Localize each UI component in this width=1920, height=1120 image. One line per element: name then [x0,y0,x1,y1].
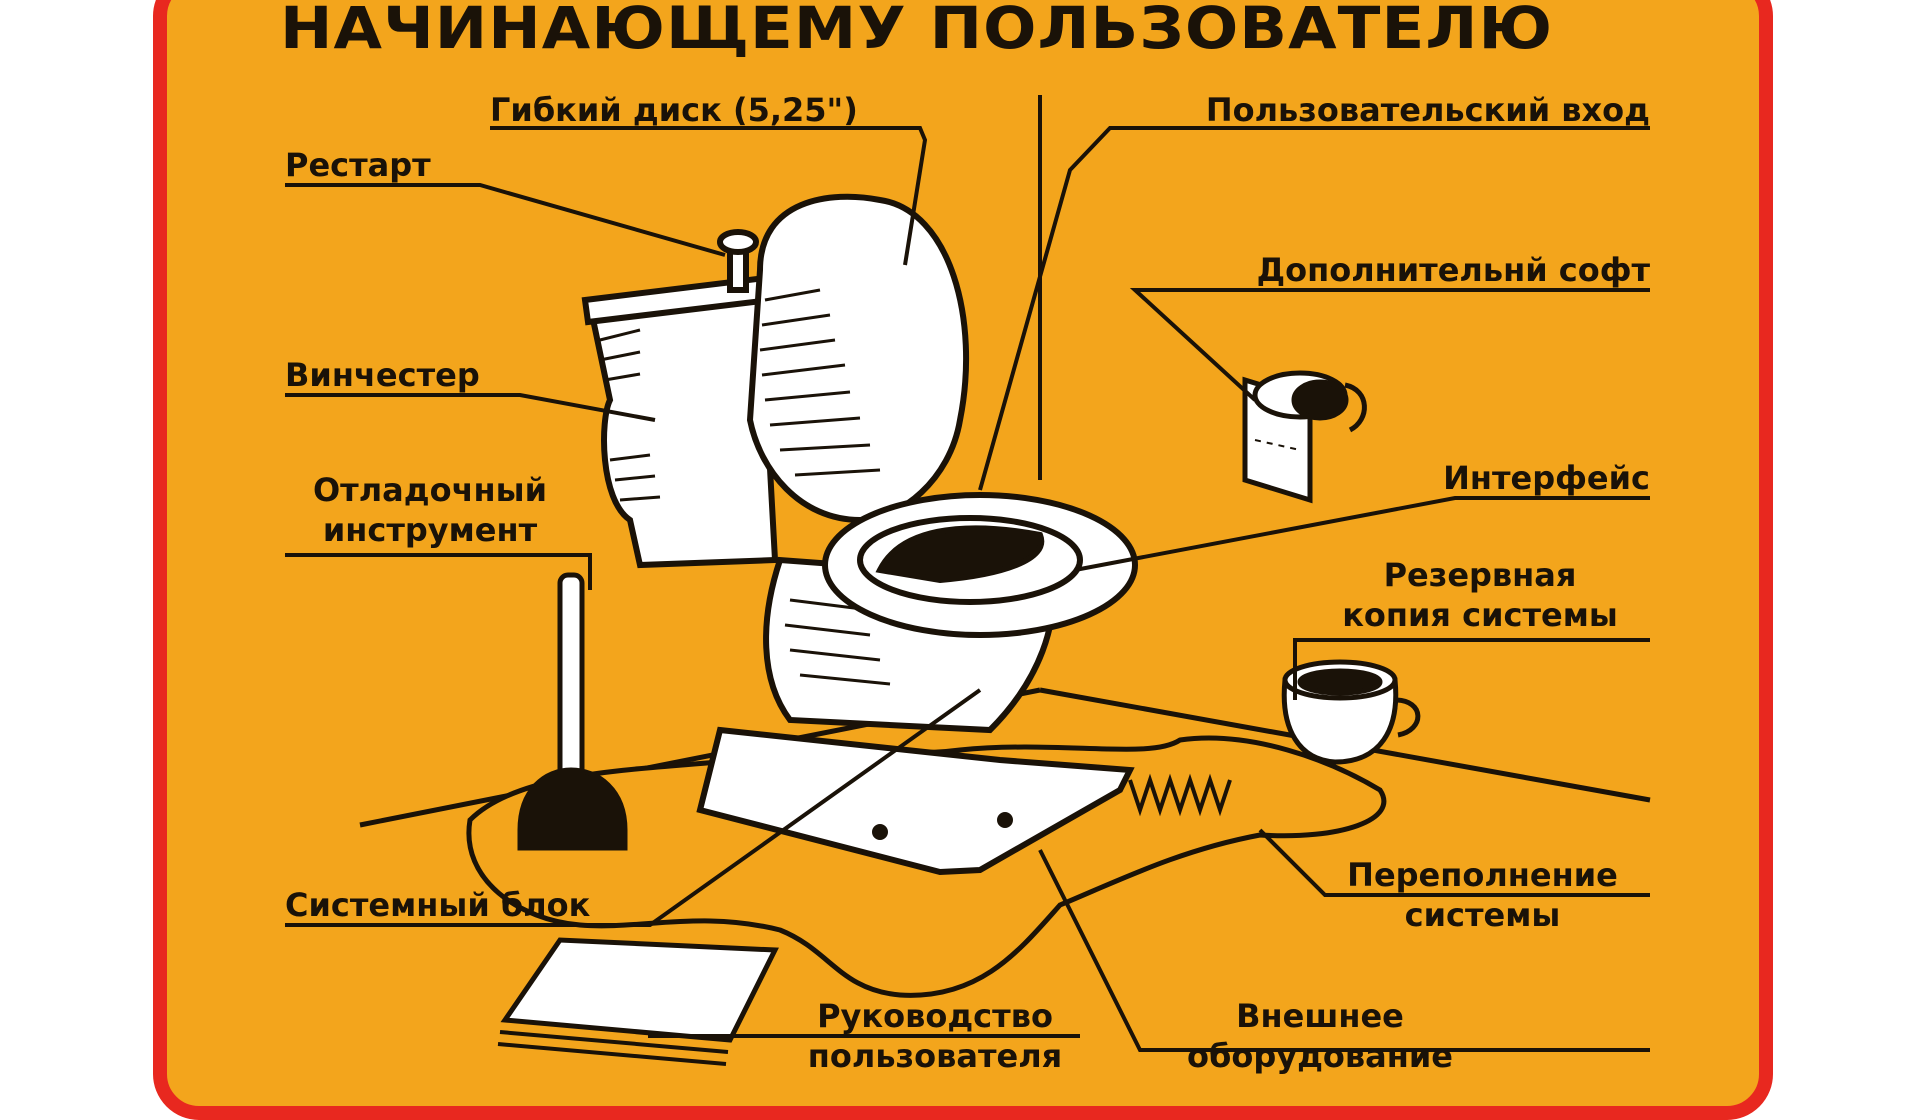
label-floppy: Гибкий диск (5,25") [490,91,858,129]
label-system-unit: Системный блок [285,886,591,924]
page-title: НАЧИНАЮЩЕМУ ПОЛЬЗОВАТЕЛЮ [280,0,1554,62]
label-interface: Интерфейс [1443,459,1650,497]
chamber-pot-icon [1281,659,1421,765]
label-external-line2: оборудование [1187,1037,1453,1075]
label-overflow-line2: системы [1404,896,1561,934]
label-manual: Руководство пользователя [785,996,1085,1076]
label-backup-line2: копия системы [1342,596,1618,634]
label-debug-tool: Отладочный инструмент [285,470,575,550]
plunger-icon [517,572,628,851]
label-external: Внешнее оборудование [1150,996,1490,1076]
toilet-icon [581,193,1138,876]
label-debug-line2: инструмент [322,511,538,549]
label-overflow-line1: Переполнение [1347,856,1618,894]
label-overflow: Переполнение системы [1315,855,1650,935]
label-extra-soft: Дополнительнй софт [1256,251,1650,289]
manual-papers-icon [497,937,779,1066]
toilet-paper-icon [1242,370,1367,504]
label-manual-line2: пользователя [807,1037,1063,1075]
illustration [285,95,1651,1066]
label-debug-line1: Отладочный [312,471,548,509]
label-hdd: Винчестер [285,356,480,394]
leader-lines [285,95,1650,1052]
label-user-input: Пользовательский вход [1205,91,1650,129]
label-backup-line1: Резервная [1383,556,1577,594]
label-restart: Рестарт [285,146,431,184]
label-manual-line1: Руководство [817,997,1053,1035]
label-backup: Резервная копия системы [1310,555,1650,635]
label-external-line1: Внешнее [1236,997,1404,1035]
